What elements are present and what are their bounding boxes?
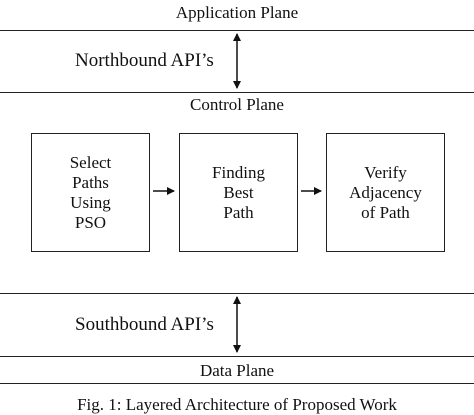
step-select-paths-box: Select Paths Using PSO xyxy=(31,133,150,252)
step-verify-adjacency-label: Verify Adjacency of Path xyxy=(349,162,422,222)
application-plane-label: Application Plane xyxy=(175,3,299,22)
step-verify-adjacency-box: Verify Adjacency of Path xyxy=(326,133,445,252)
application-plane: Application Plane xyxy=(0,0,474,31)
step-finding-best-path-label: Finding Best Path xyxy=(212,162,265,222)
northbound-api-label: Northbound API’s xyxy=(75,50,214,71)
data-plane-label: Data Plane xyxy=(199,361,275,380)
step-select-paths-label: Select Paths Using PSO xyxy=(69,152,112,232)
step-finding-best-path-box: Finding Best Path xyxy=(179,133,298,252)
control-plane-label: Control Plane xyxy=(190,95,284,114)
southbound-api-label: Southbound API’s xyxy=(75,314,214,335)
data-plane: Data Plane xyxy=(0,356,474,384)
control-plane: Control Plane xyxy=(0,92,474,294)
figure-caption: Fig. 1: Layered Architecture of Proposed… xyxy=(77,395,397,414)
